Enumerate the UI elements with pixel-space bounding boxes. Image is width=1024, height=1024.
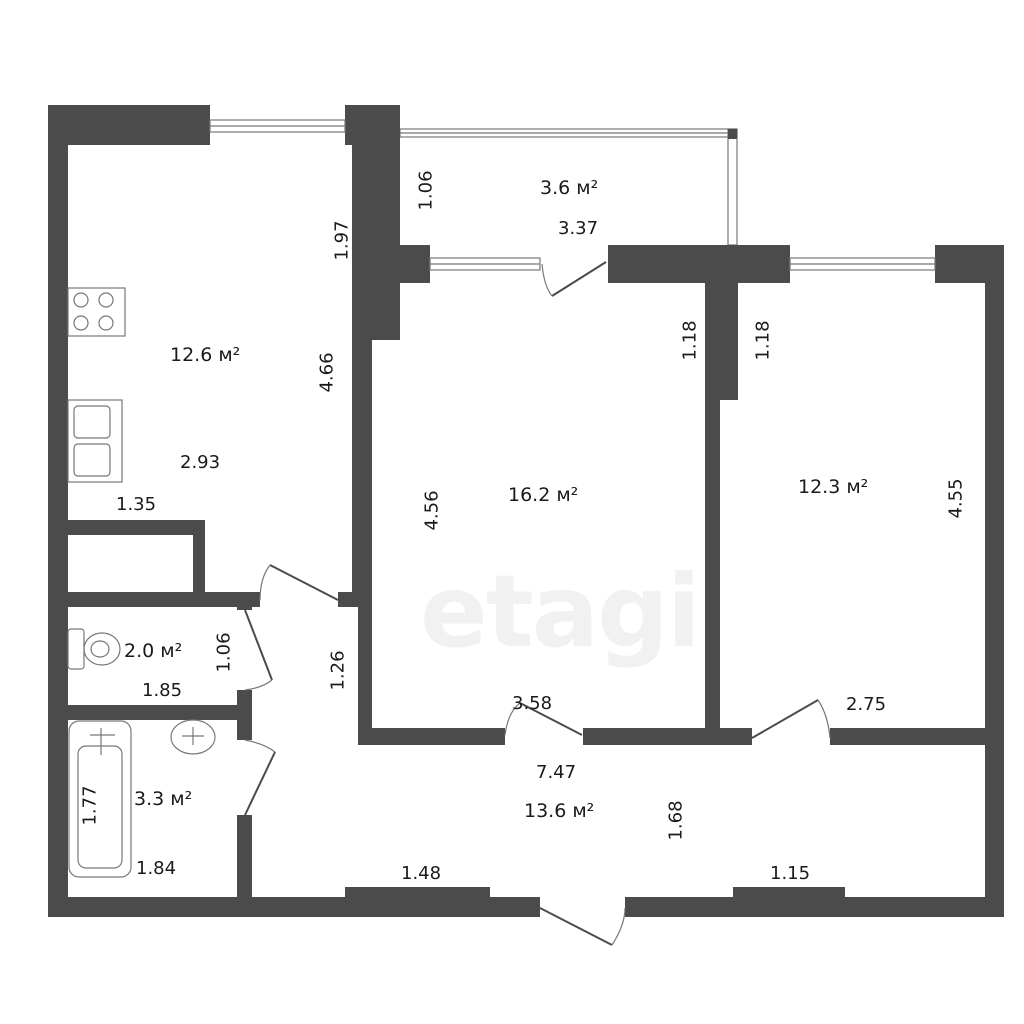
toilet-area: 2.0 м² — [124, 640, 183, 662]
hallway-dim: 1.26 — [327, 650, 349, 691]
bathroom-area: 3.3 м² — [134, 788, 193, 810]
bedroom-area: 12.3 м² — [798, 476, 869, 498]
kitchen-dim: 1.35 — [116, 494, 157, 515]
hallway-dim: 1.15 — [770, 863, 811, 884]
kitchen-dim: 4.66 — [316, 352, 338, 393]
kitchen-area: 12.6 м² — [170, 344, 241, 366]
balcony-dim: 3.37 — [558, 218, 599, 239]
stove-icon — [67, 287, 126, 337]
kitchen-dim: 2.93 — [180, 452, 221, 473]
washbasin-icon — [170, 719, 216, 755]
hallway-dim: 1.48 — [401, 863, 442, 884]
watermark: etagi — [420, 553, 701, 670]
living-room-dim: 3.58 — [512, 693, 553, 714]
living-room-dim: 4.56 — [421, 490, 443, 531]
bedroom-dim: 4.55 — [945, 478, 967, 519]
bathtub-icon — [68, 720, 132, 878]
bedroom-dim: 2.75 — [846, 694, 887, 715]
bathroom-dim: 1.84 — [136, 858, 177, 879]
bathroom-dim: 1.77 — [79, 785, 101, 826]
windows — [209, 119, 936, 271]
hallway-dim: 1.68 — [665, 800, 687, 841]
living-room-dim: 1.18 — [679, 320, 701, 361]
bedroom-dim: 1.18 — [752, 320, 774, 361]
toilet-dim: 1.85 — [142, 680, 183, 701]
kitchen-dim: 1.97 — [331, 220, 353, 261]
living-room-area: 16.2 м² — [508, 484, 579, 506]
balcony-dim: 1.06 — [415, 170, 437, 211]
doors — [244, 261, 831, 946]
walls — [48, 105, 1004, 917]
balcony-area: 3.6 м² — [540, 177, 599, 199]
toilet-dim: 1.06 — [213, 632, 235, 673]
sink-icon — [67, 399, 123, 483]
hallway-area: 13.6 м² — [524, 800, 595, 822]
hallway-dim: 7.47 — [536, 762, 577, 783]
toilet-icon — [67, 628, 121, 670]
